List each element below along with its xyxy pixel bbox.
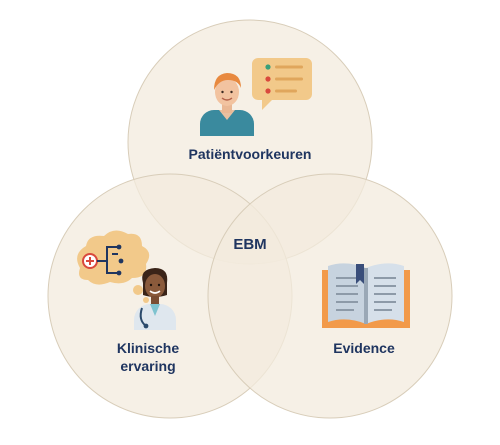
center-label: EBM (233, 236, 266, 253)
label-right: Evidence (333, 340, 395, 356)
label-left-line-1: Klinische (117, 340, 179, 356)
patient-with-speech-bubble-icon (200, 58, 312, 136)
open-book-icon (322, 263, 410, 328)
label-left-line-2: ervaring (120, 358, 175, 374)
doctor-with-thought-bubble-icon (77, 230, 176, 330)
venn-circles (47, 19, 453, 419)
label-top: Patiëntvoorkeuren (189, 146, 312, 162)
